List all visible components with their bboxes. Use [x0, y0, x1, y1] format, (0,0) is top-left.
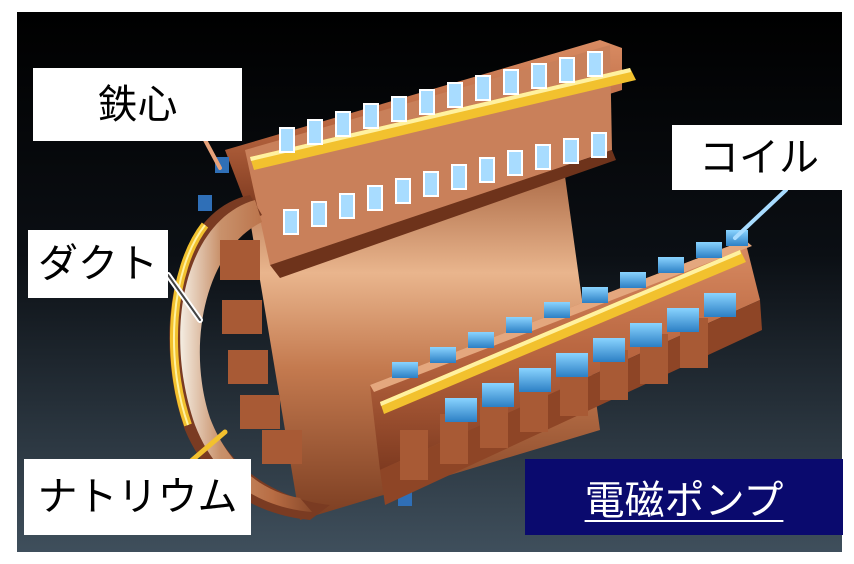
left-core-segments — [220, 240, 302, 464]
label-iron-core: 鉄心 — [33, 68, 242, 141]
label-duct-text: ダクト — [38, 241, 158, 287]
title-banner: 電磁ポンプ — [525, 459, 843, 535]
title-text: 電磁ポンプ — [584, 478, 784, 524]
label-duct: ダクト — [28, 230, 168, 298]
lower-stator — [370, 230, 762, 505]
pointer-lines — [165, 138, 788, 465]
label-coil-text: コイル — [699, 134, 819, 181]
upper-stator — [225, 40, 636, 278]
label-coil: コイル — [672, 125, 846, 190]
label-sodium-text: ナトリウム — [37, 474, 238, 520]
label-sodium: ナトリウム — [24, 459, 251, 535]
label-iron-core-text: 鉄心 — [97, 81, 178, 128]
